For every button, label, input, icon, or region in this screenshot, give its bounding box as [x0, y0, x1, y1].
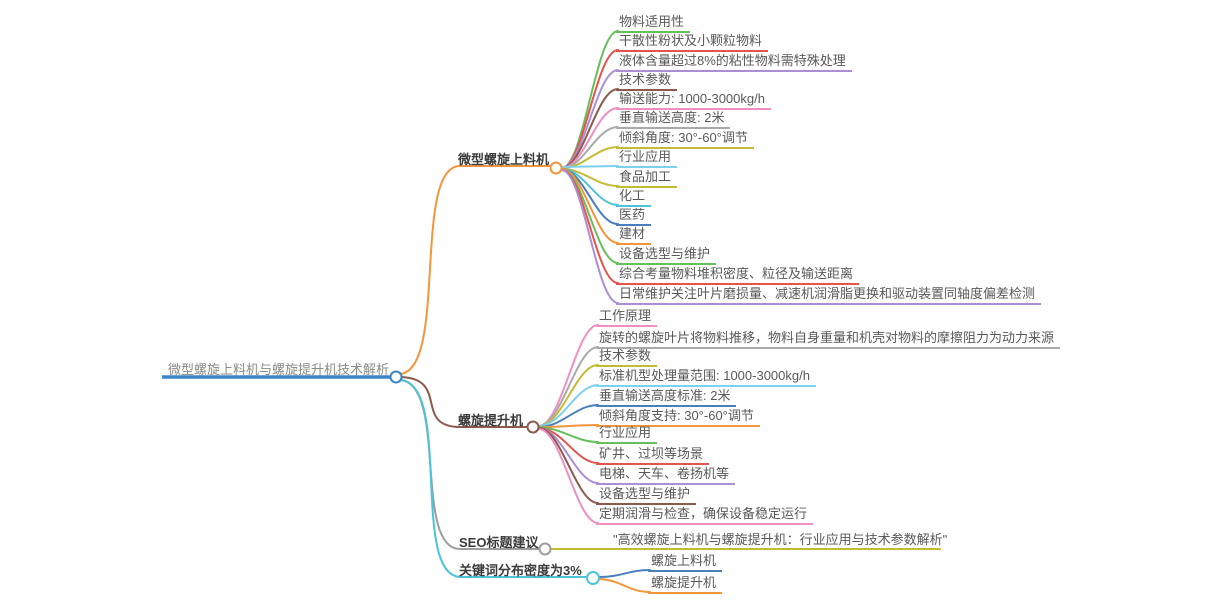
connector: [538, 426, 599, 443]
connector: [561, 169, 619, 304]
connector: [561, 165, 619, 168]
connector: [538, 428, 599, 524]
leaf-node: 医药: [616, 207, 652, 226]
leaf-node: 电梯、天车、卷扬机等: [596, 466, 736, 485]
branch-curve-2: [399, 376, 528, 428]
connector: [561, 168, 619, 244]
branch-curve-4: [400, 379, 587, 578]
connector: [561, 69, 619, 169]
branch-1-circle[interactable]: [549, 161, 563, 175]
branch-label-4: 关键词分布密度为3%: [459, 563, 582, 578]
branch-4-circle[interactable]: [586, 571, 600, 585]
branch-label-3: SEO标题建议: [459, 535, 539, 550]
leaf-node: 倾斜角度: 30°-60°调节: [616, 130, 754, 149]
leaf-node: 行业应用: [596, 425, 658, 444]
branch-2-circle[interactable]: [526, 420, 540, 434]
connector: [561, 49, 619, 169]
leaf-node: 液体含量超过8%的粘性物料需特殊处理: [616, 53, 852, 72]
leaf-node: 化工: [616, 188, 652, 207]
leaf-node: 设备选型与维护: [596, 486, 697, 505]
leaf-node: 垂直输送高度: 2米: [616, 110, 731, 129]
leaf-node: 垂直输送高度标准: 2米: [596, 388, 737, 407]
leaf-node: 矿井、过坝等场景: [596, 446, 710, 465]
leaf-node: 建材: [616, 226, 652, 245]
leaf-node: 标准机型处理量范围: 1000-3000kg/h: [596, 368, 816, 387]
leaf-node: 输送能力: 1000-3000kg/h: [616, 91, 771, 110]
leaf-node: 设备选型与维护: [616, 246, 717, 265]
leaf-node: 技术参数: [616, 72, 678, 91]
branch-label-2: 螺旋提升机: [458, 413, 524, 428]
connector: [538, 427, 599, 504]
leaf-node: 定期润滑与检查，确保设备稳定运行: [596, 506, 814, 525]
branch-label-1: 微型螺旋上料机: [458, 152, 550, 167]
leaf-node: 综合考量物料堆积密度、粒径及输送距离: [616, 266, 860, 285]
branch-3-circle[interactable]: [538, 542, 552, 556]
connector: [598, 569, 651, 578]
branch-curve-1: [399, 165, 551, 375]
branch-curve-3: [399, 379, 540, 550]
root-node-circle[interactable]: [389, 370, 403, 384]
connector: [538, 324, 599, 427]
leaf-node: 食品加工: [616, 169, 678, 188]
connector: [538, 384, 599, 427]
leaf-node: 行业应用: [616, 149, 678, 168]
root-node-label: 微型螺旋上料机与螺旋提升机技术解析: [168, 362, 390, 377]
leaf-node: 技术参数: [596, 348, 658, 367]
leaf-node: 日常维护关注叶片磨损量、减速机润滑脂更换和驱动装置同轴度偏差检测: [616, 286, 1042, 305]
leaf-node: 倾斜角度支持: 30°-60°调节: [596, 408, 760, 427]
leaf-node: "高效螺旋上料机与螺旋提升机：行业应用与技术参数解析": [613, 532, 948, 547]
leaf-node: 物料适用性: [616, 14, 691, 33]
leaf-node: 螺旋提升机: [648, 575, 723, 594]
connector: [598, 578, 651, 593]
leaf-node: 螺旋上料机: [648, 553, 723, 572]
connector: [561, 169, 619, 264]
leaf-node: 干散性粉状及小颗粒物料: [616, 33, 769, 52]
leaf-node: 工作原理: [596, 308, 658, 327]
leaf-node: 旋转的螺旋叶片将物料推移，物料自身重量和机壳对物料的摩擦阻力为动力来源: [596, 330, 1061, 349]
